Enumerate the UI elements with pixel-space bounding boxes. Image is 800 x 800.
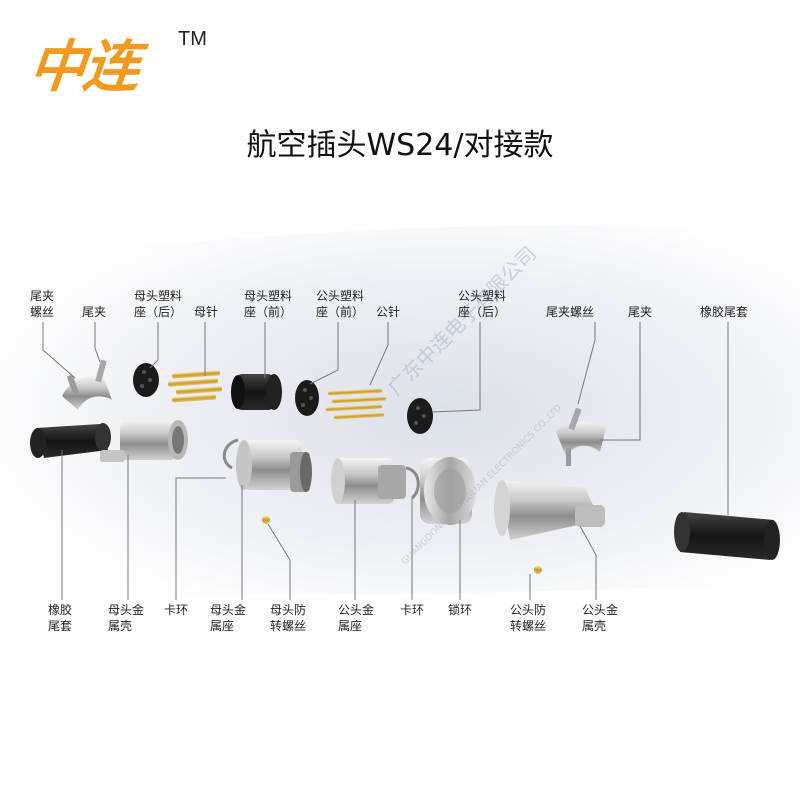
female-metal-base [236,440,312,492]
label-clip-ring-right: 卡环 [400,603,425,617]
label-male-metal-base: 公头金 属座 [338,603,375,633]
leader-lines [42,322,729,600]
label-tail-clamp-screw-left: 尾夹 螺丝 [30,289,55,319]
page-title: 航空插头WS24/对接款 [246,128,554,163]
label-female-plastic-front: 母头塑料 座（前） [244,289,293,319]
male-metal-shell [494,480,605,540]
female-plastic-front [231,374,282,410]
clip-ring-left [222,438,239,470]
label-female-plastic-rear: 母头塑料 座（后） [134,289,183,319]
label-clip-ring-left: 卡环 [164,603,189,617]
label-male-pin: 公针 [376,305,401,319]
male-plastic-front [295,380,319,416]
female-plastic-rear [133,363,159,397]
male-anti-rotation-screw-part [534,566,542,574]
label-tail-clamp-right: 尾夹 [628,305,653,319]
rubber-tail-sleeve-left [30,423,111,458]
label-female-metal-base: 母头金 属座 [210,603,247,633]
label-male-metal-shell: 公头金 属壳 [582,603,619,633]
label-male-plastic-front: 公头塑料 座（前） [316,289,365,319]
label-tail-clamp-screw-right: 尾夹螺丝 [546,305,595,319]
label-male-anti-rotation-screw: 公头防 转螺丝 [510,603,547,633]
label-female-anti-rotation-screw: 母头防 转螺丝 [270,603,307,633]
female-anti-rotation-screw-part [262,516,270,524]
tail-clamp-left [62,359,112,410]
female-metal-shell [100,420,188,462]
male-metal-base [331,458,406,504]
brand-logo: 中连 [26,35,141,100]
female-pins [168,370,223,403]
label-rubber-tail-sleeve-right: 橡胶尾套 [700,305,749,319]
rubber-tail-sleeve-right [674,512,780,560]
label-tail-clamp-left: 尾夹 [82,305,107,319]
label-female-pin: 母针 [194,305,219,319]
clip-ring-right [405,466,420,500]
label-lock-ring: 锁环 [448,603,473,617]
tail-clamp-right [556,407,606,466]
male-plastic-rear [407,398,433,434]
label-female-metal-shell: 母头金 属壳 [108,603,145,633]
label-rubber-tail-sleeve-left: 橡胶 尾套 [48,603,73,633]
label-male-plastic-rear: 公头塑料 座（后） [458,289,507,319]
male-pins [326,388,386,420]
lock-ring [420,457,476,525]
trademark-symbol: TM [178,28,207,50]
